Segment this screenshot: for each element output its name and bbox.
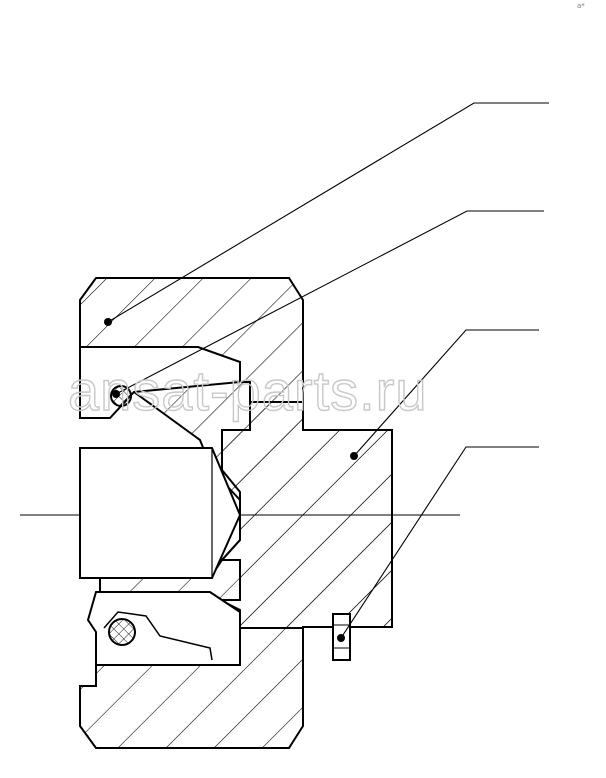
leader-dot-1 [104,318,112,326]
leader-dot-3 [350,452,358,460]
leader-lines [107,102,549,639]
bore [79,447,242,579]
corner-mark: a* [577,2,585,10]
lower-seal-groove [86,591,241,666]
watermark-text: ansat-parts.ru [68,359,428,422]
leader-dot-2 [112,390,120,398]
leader-dot-4 [337,634,345,642]
leader-dots [104,318,358,642]
